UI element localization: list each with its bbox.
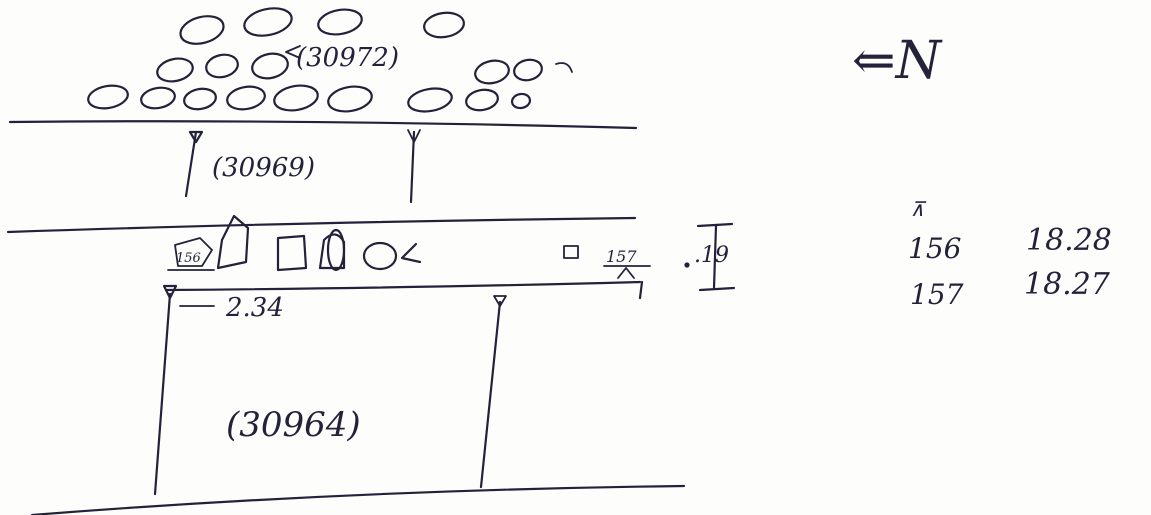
tree-icon [317, 8, 363, 36]
box-icon [276, 234, 308, 272]
dimension-line-horizontal [164, 280, 642, 292]
tree-icon [273, 84, 319, 112]
stone-icon [318, 233, 346, 270]
tree-icon [474, 59, 510, 85]
lot-line [479, 300, 502, 489]
elevation-table: 156 18.28 157 18.27 [908, 223, 1112, 311]
monument-icon [188, 130, 204, 144]
tree-icon [327, 85, 373, 113]
tree-icon [243, 7, 293, 37]
tick-line [638, 280, 644, 300]
marker-arrow-icon [617, 267, 635, 279]
post-icon [326, 228, 346, 272]
tree-icon [513, 58, 543, 82]
dimension-tick-top [696, 222, 734, 228]
dimension-label: 2.34 [225, 293, 284, 323]
tree-cluster [87, 7, 573, 113]
marker-156-group: 156 [167, 237, 215, 271]
parcel-label-top: (30972) [296, 43, 399, 73]
square-marker-icon [563, 245, 579, 259]
lot-line [409, 130, 416, 204]
tree-icon [407, 87, 453, 113]
parcel-label-bottom: (30964) [226, 405, 361, 445]
tree-icon [183, 87, 217, 111]
table-value-157: 18.27 [1024, 267, 1111, 302]
tree-icon [465, 88, 499, 112]
table-point-156: 156 [908, 232, 961, 265]
tree-icon [87, 84, 129, 110]
table-marker-symbol: ⊼ [910, 197, 927, 221]
tree-stump-icon [362, 241, 398, 271]
bracket-left-icon [285, 45, 301, 59]
dimension-line-vertical [712, 224, 718, 290]
tree-icon [179, 15, 225, 45]
lot-line [153, 292, 172, 496]
marker-157-label: 157 [606, 247, 637, 266]
boundary-line-top [8, 120, 638, 130]
triangle-icon [400, 242, 422, 264]
tree-icon [205, 53, 239, 79]
offset-label: .19 [694, 243, 729, 268]
tree-icon [423, 11, 465, 39]
point-dot [684, 262, 690, 268]
tree-icon [140, 86, 176, 110]
boundary-line-bottom [30, 484, 686, 515]
monument-icon [493, 295, 507, 307]
dimension-tick-bottom [698, 286, 736, 292]
marker-156-outline [174, 237, 213, 267]
rock-icon [216, 214, 250, 270]
boundary-line-middle [6, 216, 637, 234]
lot-line [184, 130, 198, 198]
tree-icon [555, 62, 573, 73]
parcel-label-middle: (30969) [212, 153, 315, 183]
tree-icon [251, 52, 289, 80]
monument-icon [162, 284, 178, 300]
tree-icon [156, 57, 194, 83]
table-value-156: 18.28 [1026, 223, 1112, 258]
tree-icon [226, 85, 266, 111]
monument-icon [407, 129, 421, 143]
table-point-157: 157 [910, 278, 964, 311]
marker-156-label: 156 [176, 251, 201, 266]
tree-icon [510, 92, 532, 110]
north-arrow-label: ⇐N [852, 31, 943, 91]
